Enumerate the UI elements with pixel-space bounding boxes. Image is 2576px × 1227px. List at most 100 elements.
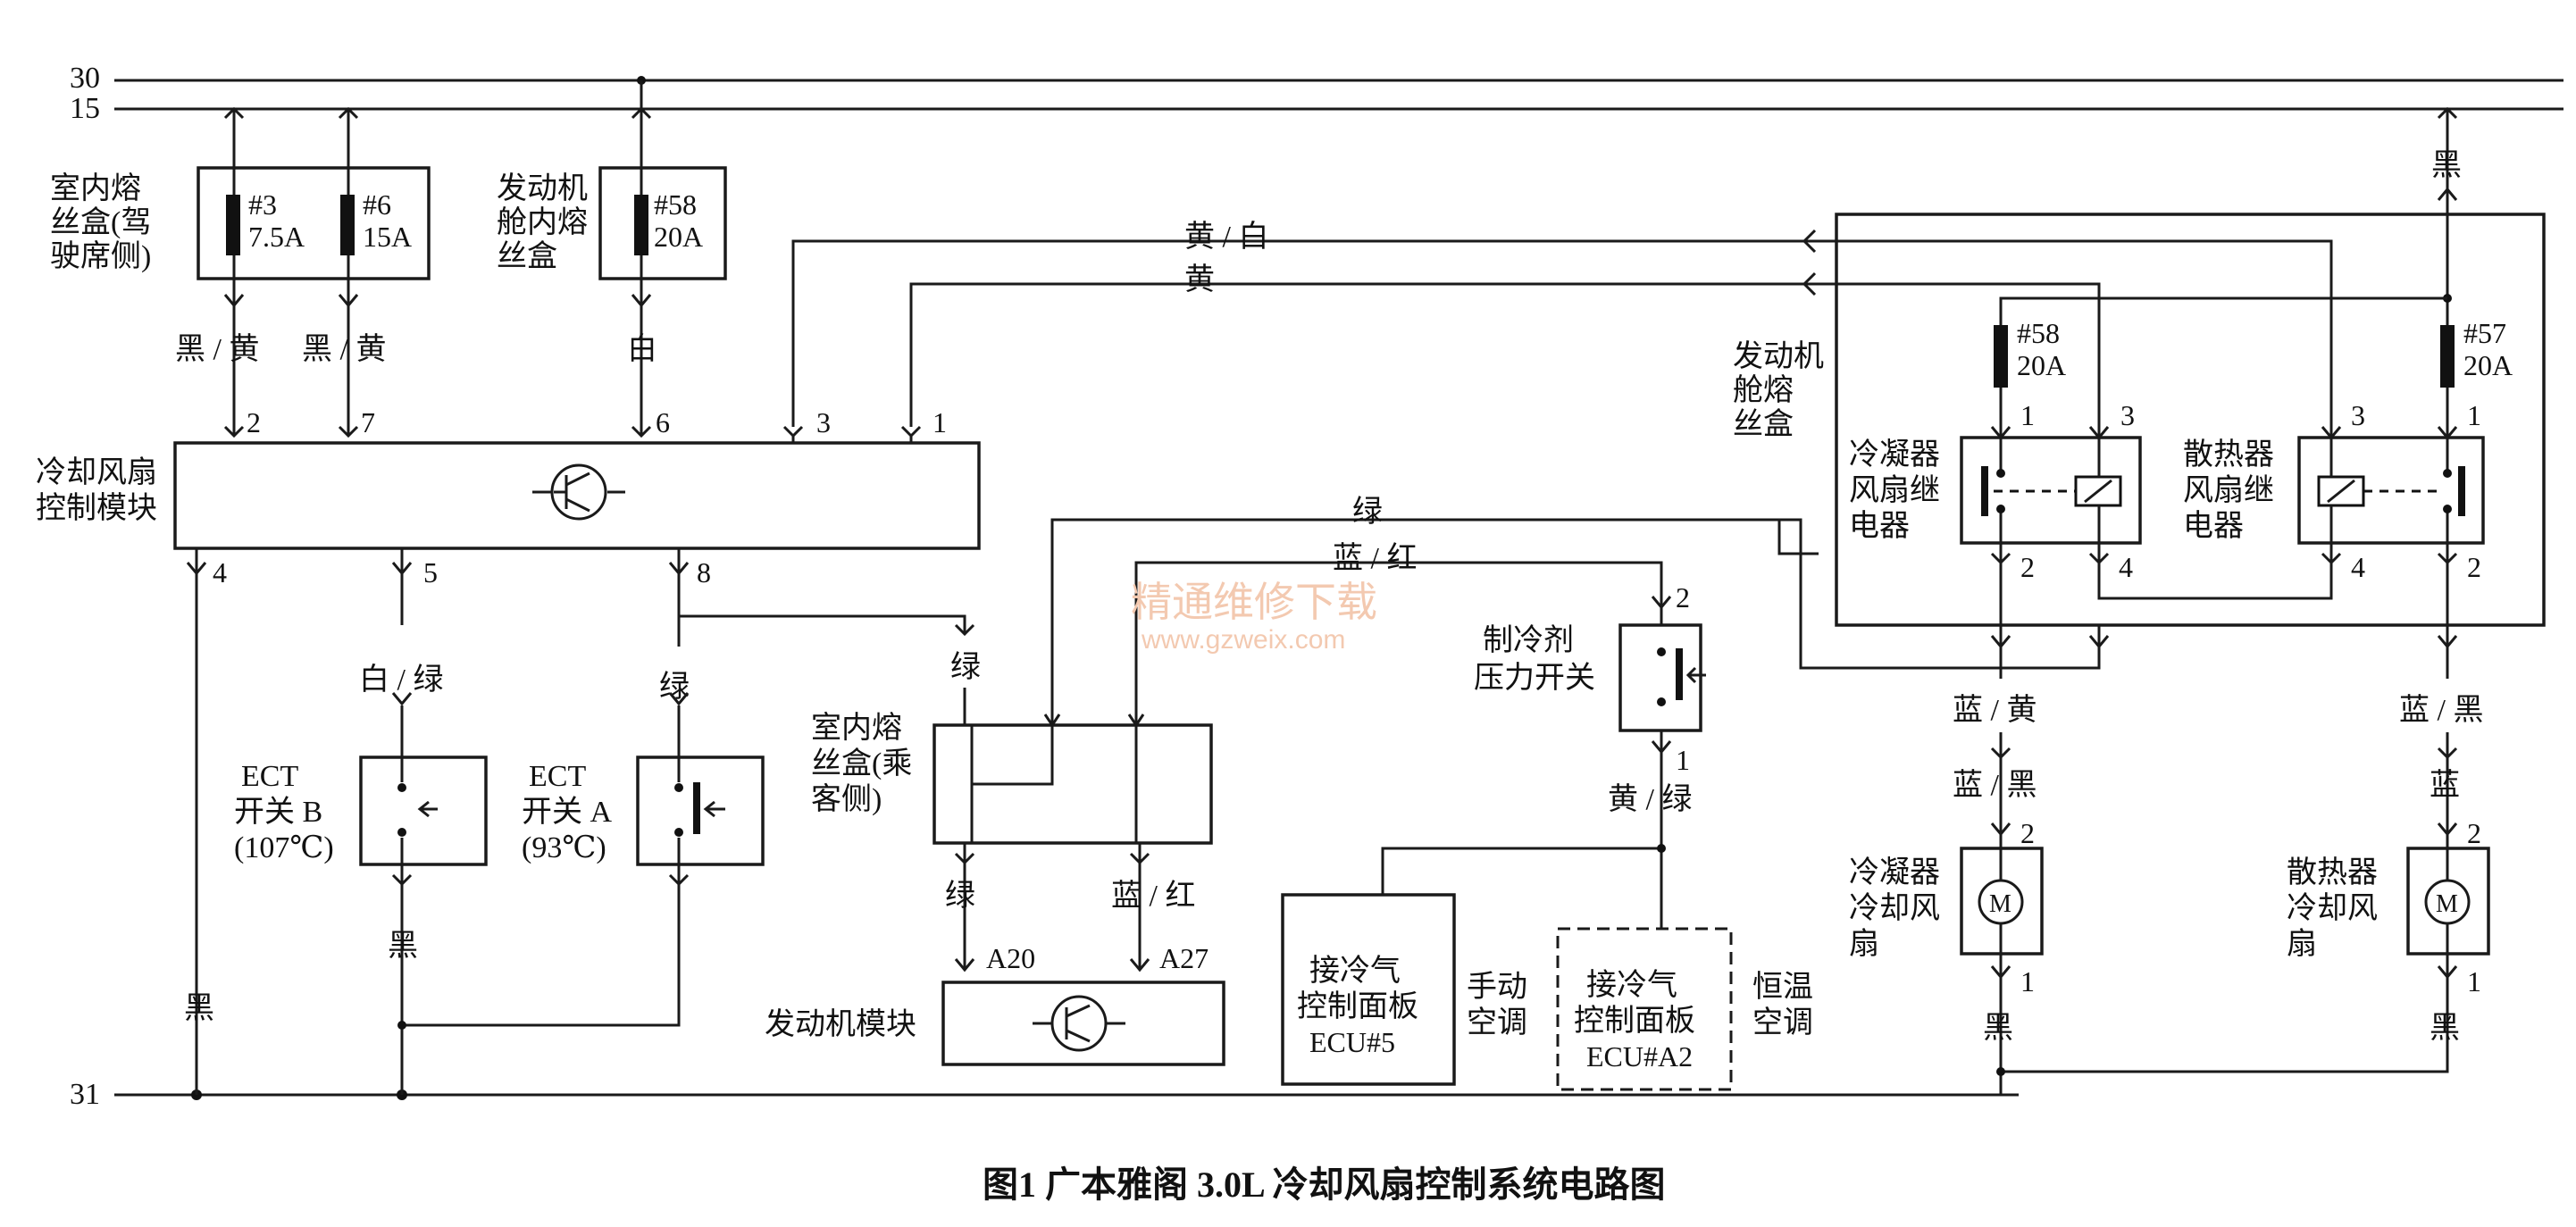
engine-fusebox-b-label-2: 舱熔 [1733, 373, 1794, 407]
ect-b-label-3: (107℃) [234, 831, 334, 864]
pin-5-label: 5 [423, 556, 438, 588]
condenser-fan-relay: 冷凝器 风扇继 电器 2 4 [1849, 436, 2142, 583]
fuse-57-id: #57 [2463, 317, 2506, 349]
wire-label-black-ground: 黑 [184, 992, 214, 1025]
wire-label-green-top: 绿 [1352, 495, 1383, 529]
cond-relay-pin-3: 3 [2120, 399, 2135, 431]
wire-label-blue-black-cond: 蓝 / 黑 [1953, 769, 2037, 802]
cond-relay-pin-4: 4 [2119, 551, 2133, 583]
rad-fan-pin-2: 2 [2467, 817, 2481, 849]
ecu-manual: 接冷气 控制面板 ECU#5 手动 空调 [1281, 893, 1527, 1086]
radiator-fan-relay: 散热器 风扇继 电器 4 2 [2183, 436, 2485, 583]
ect-a-label-1: ECT [529, 760, 586, 793]
watermark-url: www.gzweix.com [1141, 625, 1345, 655]
pin-2-label: 2 [247, 406, 261, 438]
watermark: 精通维修下载 www.gzweix.com [1131, 580, 1377, 655]
cond-relay-label-3: 电器 [1849, 509, 1910, 543]
wire-label-yellow: 黄 [1184, 263, 1215, 296]
ecu-manual-note-1: 手动 [1467, 970, 1527, 1004]
rad-relay-pin-1: 1 [2467, 399, 2481, 431]
condenser-cooling-fan: M 冷凝器 冷却风 扇 1 黑 [1849, 847, 2044, 1095]
pin-a27-label: A27 [1159, 942, 1209, 974]
fuse-58a-rating: 20A [654, 221, 703, 253]
rad-fan-label-2: 冷却风 [2287, 891, 2378, 925]
refrig-switch-label-1: 制冷剂 [1483, 623, 1574, 657]
engine-fusebox-b-label-3: 丝盒 [1733, 407, 1794, 441]
engine-module-label: 发动机模块 [765, 1007, 916, 1041]
figure-caption: 图1 广本雅阁 3.0L 冷却风扇控制系统电路图 [983, 1164, 1665, 1205]
ect-b-label-1: ECT [241, 760, 298, 793]
fusebox-passenger-label-2: 丝盒(乘 [811, 747, 912, 780]
fuse-58b-rating: 20A [2017, 349, 2066, 381]
cond-fan-label-1: 冷凝器 [1849, 856, 1940, 889]
relay-output-wires: 蓝 / 黄 蓝 / 黑 蓝 / 黑 蓝 2 2 [1779, 518, 2483, 849]
power-rails: 30 15 31 [70, 62, 2563, 1111]
pin-1-switch: 1 [1676, 744, 1690, 776]
ecu-manual-note-2: 空调 [1467, 1006, 1527, 1039]
fuse-57-rating: 20A [2463, 349, 2513, 381]
wire-label-black-cond-fan: 黑 [1983, 1012, 2013, 1045]
wire-label-white: 白 [627, 332, 657, 366]
engine-fusebox-a-label-3: 丝盒 [497, 239, 557, 273]
rad-relay-pin-4: 4 [2351, 551, 2365, 583]
engine-fusebox-b-label-1: 发动机 [1733, 339, 1824, 373]
pin-7-label: 7 [361, 406, 375, 438]
fusebox-driver-label-1: 室内熔 [50, 171, 141, 205]
fusebox-driver: #3 7.5A #6 15A 室内熔 丝盒(驾 驶席侧) 黑 / 黄 黑 / 黄… [50, 106, 431, 438]
wire-label-blue-yellow: 蓝 / 黄 [1953, 693, 2037, 727]
cond-relay-pin-2: 2 [2020, 551, 2035, 583]
rad-relay-pin-2: 2 [2467, 551, 2481, 583]
cond-fan-label-3: 扇 [1849, 927, 1879, 961]
ecu-auto: 接冷气 控制面板 ECU#A2 恒温 空调 [1556, 927, 1813, 1091]
rail-15-label: 15 [70, 92, 100, 125]
ecu-manual-line-1: 接冷气 [1309, 954, 1401, 988]
refrig-switch-label-2: 压力开关 [1474, 661, 1595, 695]
radiator-cooling-fan: M 散热器 冷却风 扇 1 黑 [1996, 847, 2490, 1076]
wire-label-green-fusebox: 绿 [950, 650, 981, 684]
ecu-auto-note-2: 空调 [1752, 1006, 1813, 1039]
fuse-3-id: #3 [248, 188, 277, 221]
fuse-6-id: #6 [363, 188, 391, 221]
pin-4-label: 4 [213, 556, 227, 588]
wire-label-blue: 蓝 [2430, 769, 2460, 802]
ecu-manual-line-3: ECU#5 [1309, 1026, 1395, 1058]
ect-a-label-3: (93℃) [522, 831, 606, 864]
cond-fan-label-2: 冷却风 [1849, 891, 1940, 925]
cond-relay-label-1: 冷凝器 [1849, 438, 1940, 472]
engine-fusebox-a: #58 20A 发动机 舱内熔 丝盒 白 6 [497, 80, 727, 438]
rad-fan-label-1: 散热器 [2287, 856, 2378, 889]
signal-wires-top: 黄 / 白 黄 [791, 220, 1819, 427]
ect-switch-a: 绿 ECT 开关 A (93℃) 绿 [397, 614, 981, 1030]
rad-fan-pin-1: 1 [2467, 965, 2481, 997]
wire-label-black-yellow-2: 黑 / 黄 [302, 332, 386, 366]
ecu-auto-line-2: 控制面板 [1574, 1004, 1695, 1038]
wire-label-blue-black-rad: 蓝 / 黑 [2399, 694, 2483, 727]
wire-label-green-bottom: 绿 [945, 879, 975, 913]
wire-label-yellow-white: 黄 / 白 [1184, 220, 1268, 254]
wire-label-yellow-green: 黄 / 绿 [1608, 782, 1692, 816]
fan-control-module: 冷却风扇 控制模块 3 1 4 5 8 黑 [36, 406, 981, 1095]
ecu-manual-line-2: 控制面板 [1297, 989, 1418, 1023]
fan-module-label-2: 控制模块 [36, 491, 157, 525]
motor-symbol-rad: M [2436, 890, 2458, 918]
ecu-auto-line-3: ECU#A2 [1586, 1040, 1693, 1073]
pin-a20-label: A20 [986, 942, 1035, 974]
rad-relay-label-1: 散热器 [2183, 438, 2274, 472]
fuse-58b-id: #58 [2017, 317, 2060, 349]
cond-relay-label-2: 风扇继 [1849, 473, 1940, 507]
rad-relay-pin-3: 3 [2351, 399, 2365, 431]
pin-8-label: 8 [697, 556, 711, 588]
fusebox-driver-label-2: 丝盒(驾 [50, 205, 151, 239]
fuse-58a-id: #58 [654, 188, 697, 221]
fuse-3-rating: 7.5A [248, 221, 305, 253]
watermark-name: 精通维修下载 [1131, 580, 1377, 625]
pin-2-switch: 2 [1676, 581, 1690, 614]
ect-b-label-2: 开关 B [234, 796, 322, 829]
ect-switch-b: 白 / 绿 ECT 开关 B (107℃) 黑 [234, 663, 488, 1095]
engine-fusebox-b: 发动机 舱熔 丝盒 黑 #58 20A #57 20A 1 3 3 1 [1733, 106, 2546, 627]
rail-30-label: 30 [70, 62, 100, 95]
rail-31-label: 31 [70, 1078, 100, 1111]
pin-1-label: 1 [933, 406, 947, 438]
